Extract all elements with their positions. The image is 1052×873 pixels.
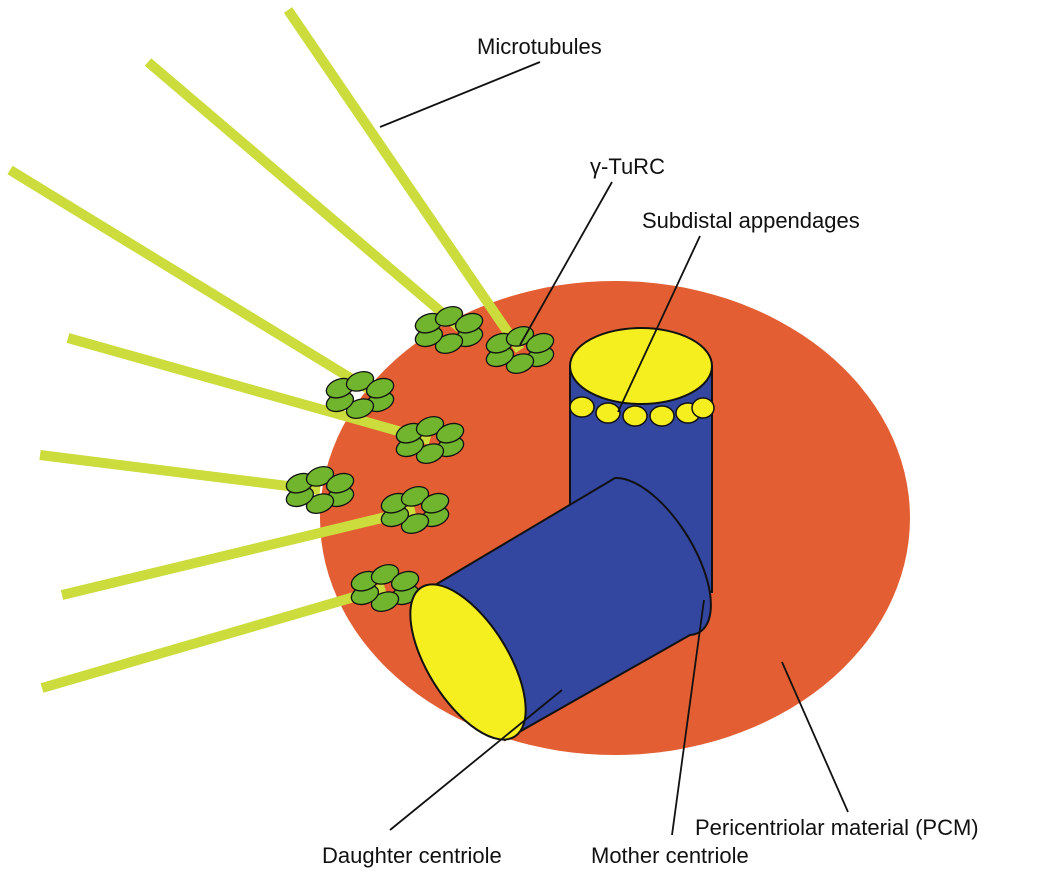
- label-mother-centriole: Mother centriole: [591, 843, 749, 868]
- subdistal-appendage: [650, 406, 674, 426]
- microtubule: [288, 10, 520, 350]
- subdistal-appendage: [623, 406, 647, 426]
- label-daughter-centriole: Daughter centriole: [322, 843, 502, 868]
- label-microtubules: Microtubules: [477, 34, 602, 59]
- label-subdistal-appendages: Subdistal appendages: [642, 208, 860, 233]
- subdistal-appendage: [570, 397, 594, 417]
- microtubule: [42, 588, 385, 688]
- leader-microtubules: [380, 62, 540, 127]
- label-gamma-turc: γ-TuRC: [590, 154, 665, 179]
- subdistal-appendage: [692, 398, 714, 418]
- mother-centriole-top: [570, 328, 712, 404]
- label-pcm: Pericentriolar material (PCM): [695, 815, 979, 840]
- subdistal-appendage: [596, 403, 620, 423]
- microtubule: [40, 455, 320, 490]
